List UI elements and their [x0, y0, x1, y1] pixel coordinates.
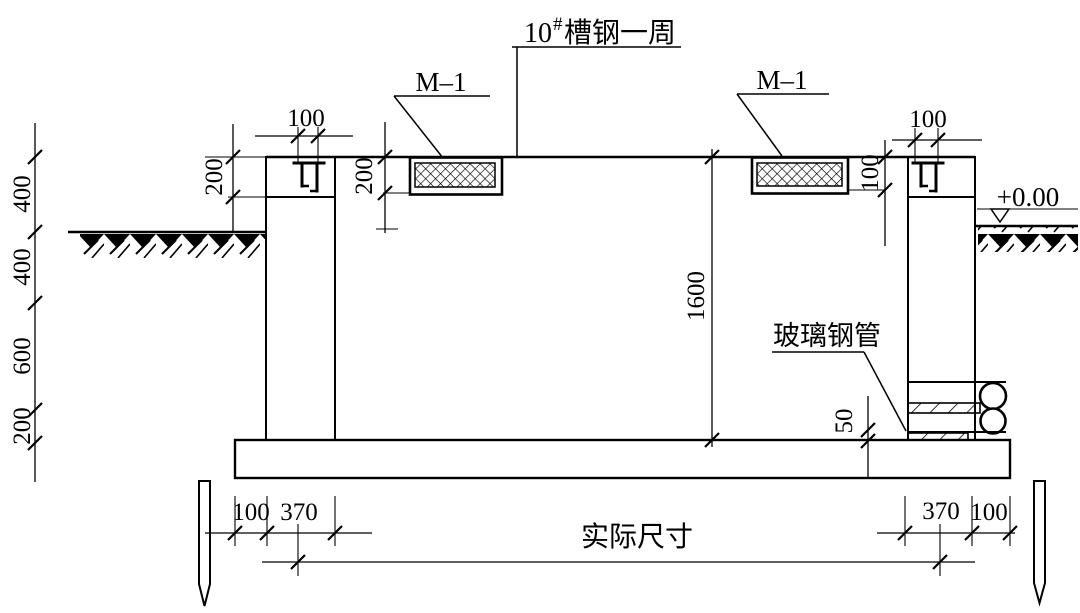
m1-left-leader	[393, 95, 444, 159]
dim-pit-depth: 1600	[683, 149, 720, 448]
label-frp-pipe: 玻璃钢管	[772, 321, 907, 432]
label-channel-steel: 10 # 槽钢一周	[512, 14, 681, 156]
dim-right-bolt-100: 100	[909, 106, 947, 133]
dim-parapet-200: 200	[201, 158, 228, 196]
level-triangle-icon	[989, 208, 1011, 224]
dim-left-bolt: 100	[255, 105, 353, 162]
dim-chain-400a: 400	[9, 175, 36, 213]
dim-chain-400b: 400	[9, 248, 36, 286]
dim-bottom-right: 370 100	[877, 496, 1018, 546]
label-m1-left: M–1	[393, 67, 490, 159]
embed-plate-left-mesh	[414, 162, 496, 188]
pipe-circle-upper	[978, 381, 1008, 411]
dim-left-chain: 400 400 600 200	[9, 123, 43, 482]
pipe-circle-lower	[979, 407, 1007, 435]
pipe-penetrations	[907, 197, 1008, 441]
level-value: +0.00	[997, 182, 1059, 212]
dim-left-plate-200: 200	[351, 157, 378, 195]
ground-left	[68, 230, 266, 258]
dim-chain-200: 200	[9, 407, 36, 445]
dim-edge-left-100: 100	[232, 499, 270, 526]
dim-depth-1600: 1600	[683, 271, 710, 321]
dim-edge-right-100: 100	[970, 499, 1008, 526]
dim-overall-label: 实际尺寸	[581, 521, 693, 553]
dim-right-bolt: 100	[892, 106, 982, 162]
breakline-right	[1033, 480, 1046, 607]
breakline-left	[198, 480, 211, 607]
label-m1-right: M–1	[736, 65, 829, 157]
dim-right-plate: 100	[848, 140, 893, 246]
embed-plate-right	[750, 156, 850, 195]
dim-left-plate: 200	[351, 122, 410, 233]
frp-pipe-leader	[863, 351, 907, 432]
dim-left-parapet: 200	[201, 124, 266, 232]
embed-plate-right-mesh	[756, 162, 843, 187]
m1-right-leader	[736, 93, 783, 157]
dim-bottom-left: 100 370	[205, 496, 372, 546]
ground-hatch-left	[80, 232, 266, 258]
ground-hatch-right	[978, 226, 1078, 252]
breaklines	[198, 480, 1046, 607]
dim-wall-left-370: 370	[280, 499, 318, 526]
level-mark: +0.00	[977, 182, 1078, 224]
embed-plate-left	[408, 156, 504, 196]
frp-pipe-text: 玻璃钢管	[773, 321, 881, 351]
anchor-bolt-right	[911, 161, 945, 193]
m1-right-text: M–1	[756, 65, 807, 95]
channel-note-base: 10	[524, 18, 552, 49]
structure	[233, 155, 1012, 480]
channel-note-sup: #	[553, 14, 563, 35]
floor-slab	[233, 438, 1012, 480]
dim-pipe-gap: 50	[831, 396, 876, 477]
dim-right-plate-100: 100	[857, 154, 884, 192]
left-wall	[265, 196, 336, 441]
right-wall	[907, 196, 976, 383]
wall-strip-between-pipes	[907, 402, 981, 414]
anchor-bolt-left	[292, 161, 326, 193]
ground-right	[975, 224, 1078, 252]
dim-pipe-gap-50: 50	[831, 409, 858, 434]
dim-wall-right-370: 370	[922, 498, 960, 525]
channel-note-text: 槽钢一周	[564, 17, 676, 49]
m1-left-text: M–1	[415, 67, 466, 97]
dim-left-bolt-100: 100	[287, 105, 325, 132]
dim-chain-600: 600	[9, 337, 36, 375]
dim-overall: 实际尺寸	[262, 521, 975, 576]
